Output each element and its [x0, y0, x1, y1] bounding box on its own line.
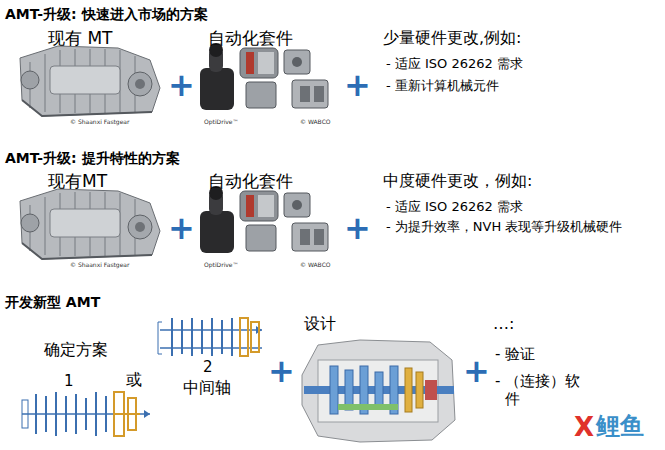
- trademark-note: OptiDrive™: [204, 261, 239, 268]
- gear-schematic: [22, 392, 150, 436]
- option-word: 或: [126, 370, 142, 389]
- gear-schematic: [158, 318, 262, 356]
- section-heading: AMT-升级: 提升特性的方案: [5, 150, 180, 167]
- plus-sign: +: [168, 209, 195, 247]
- column-heading: 现有 MT: [48, 28, 112, 48]
- plus-sign: +: [344, 209, 371, 247]
- option-name: 中间轴: [183, 378, 231, 397]
- note-item: - 适应 ISO 26262 需求: [386, 56, 523, 72]
- design-section: [302, 340, 455, 442]
- step-label: 设计: [304, 314, 336, 333]
- plus-sign: +: [168, 66, 195, 104]
- step-label: …:: [493, 314, 514, 333]
- copyright-note: © WABCO: [300, 261, 331, 268]
- option-number: 2: [203, 358, 213, 376]
- plus-sign: +: [344, 66, 371, 104]
- note-heading: 少量硬件更改,例如:: [383, 28, 521, 47]
- plus-sign: +: [268, 352, 295, 390]
- column-heading: 现有MT: [48, 171, 107, 191]
- watermark: 鲤鱼: [596, 412, 644, 441]
- copyright-note: © Shaanxi Fastgear: [70, 118, 130, 125]
- copyright-note: © WABCO: [300, 118, 331, 125]
- section-heading: 开发新型 AMT: [5, 294, 100, 311]
- section-heading: AMT-升级: 快速进入市场的方案: [5, 6, 208, 23]
- note-item: - （连接）软件: [495, 372, 587, 408]
- column-heading: 自动化套件: [208, 171, 293, 191]
- copyright-note: © Shaanxi Fastgear: [70, 261, 130, 268]
- column-heading: 自动化套件: [208, 28, 293, 48]
- trademark-note: OptiDrive™: [204, 118, 239, 125]
- step-label: 确定方案: [44, 340, 108, 359]
- plus-sign: +: [463, 352, 490, 390]
- option-number: 1: [64, 372, 74, 390]
- note-heading: 中度硬件更改，例如:: [383, 171, 532, 190]
- note-item: - 适应 ISO 26262 需求: [386, 199, 523, 215]
- note-item: - 重新计算机械元件: [386, 78, 499, 94]
- note-item: - 验证: [495, 345, 535, 363]
- note-item: - 为提升效率，NVH 表现等升级机械硬件: [386, 219, 636, 235]
- watermark: X: [574, 412, 594, 443]
